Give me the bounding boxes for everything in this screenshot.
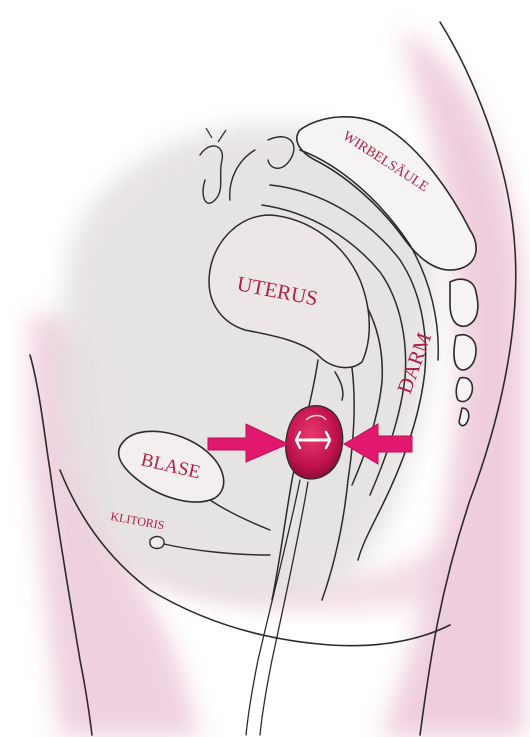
menstrual-cup-icon	[286, 406, 343, 479]
